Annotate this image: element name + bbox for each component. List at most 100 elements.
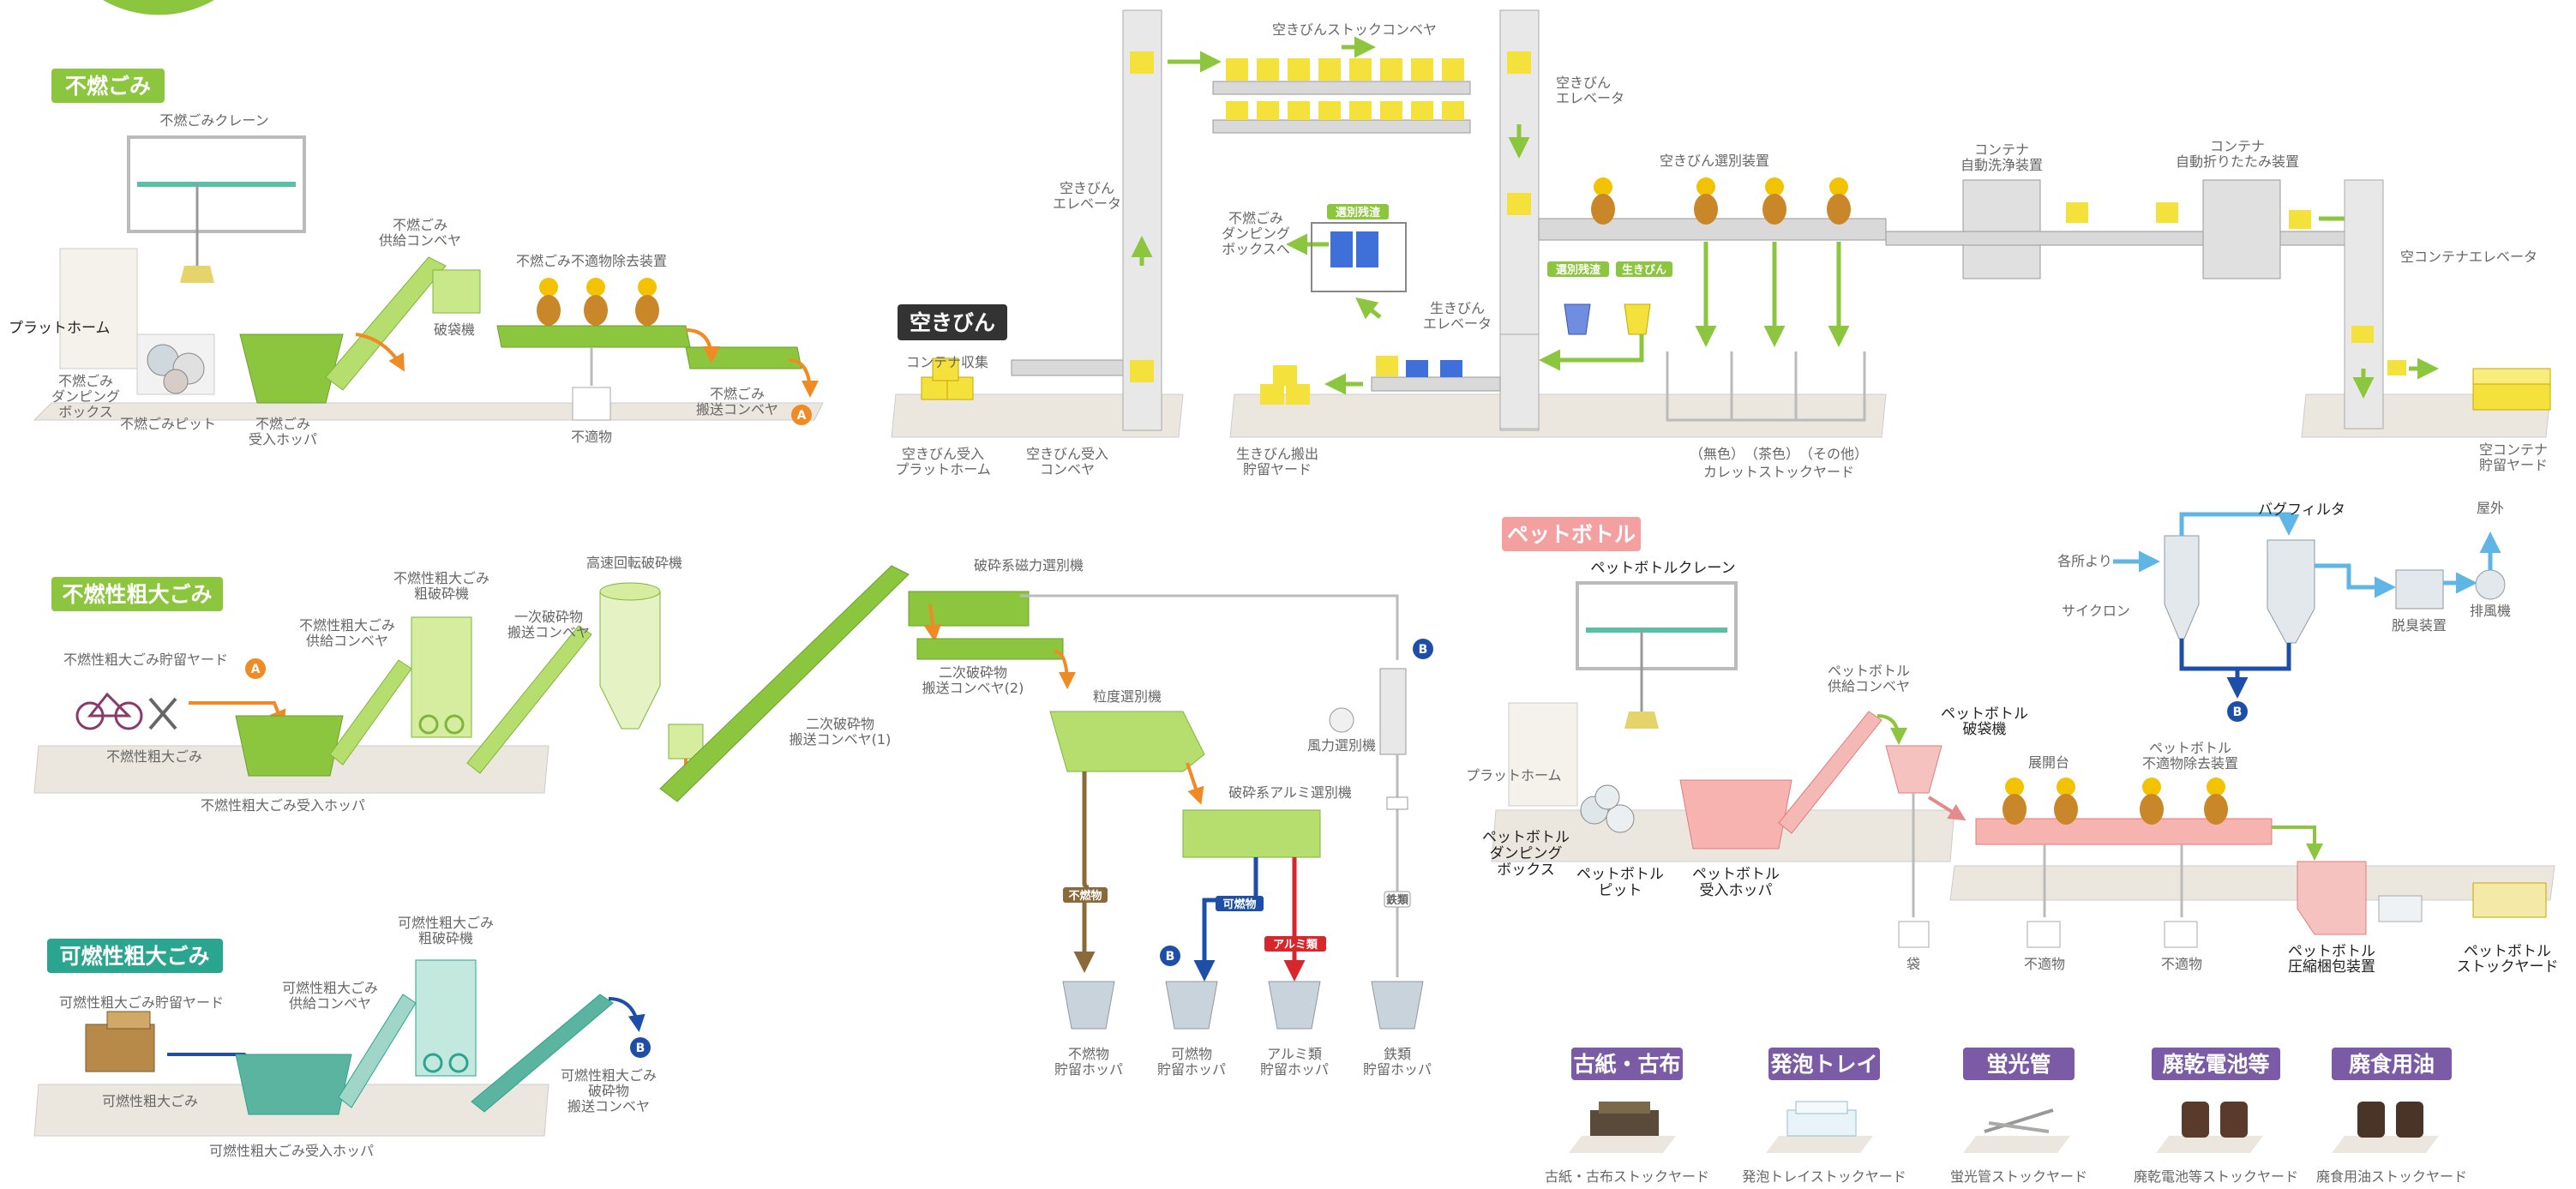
bottle-pile-icon [1580,784,1635,833]
worker-icon [1827,177,1851,225]
hopper [235,1054,352,1115]
hopper-iron-label: 鉄類貯留ホッパ [1363,1046,1432,1078]
tag-rejected2: 選別残渣 [1556,263,1601,277]
marker-b-label: B [1419,643,1428,657]
table-label: 展開台 [2028,754,2069,771]
cullet-bins [1666,351,1866,422]
compressor [2297,861,2367,935]
worker-icon [584,278,608,326]
platform-label: 空きびん受入プラットホーム [895,446,991,477]
storage-yard-label: 可燃性粗大ごみ貯留ヤード [59,994,224,1011]
folder [2202,179,2281,279]
worker-icon [1762,177,1786,225]
receive-conveyor [1011,359,1124,376]
worker-icon [537,278,561,326]
section-funen: 不燃ごみ 不燃ごみクレーン プラットホーム 不燃ごみダンピングボックス 不燃ごみ… [9,69,824,447]
hopper [235,715,344,777]
container-conveyor [1885,231,2367,246]
alumi-sorter [1182,809,1321,858]
unsuitable1-label: 不適物 [2024,956,2065,972]
marker-b [1413,639,1433,659]
yellow-containers [1260,365,1310,405]
section-title-badge [47,939,223,973]
living-elevator-box [1499,333,1540,429]
section-title: 空きびん [910,310,995,335]
stock-conveyor [1212,58,1471,134]
yellow-containers [2472,368,2551,411]
hopper [239,333,344,404]
section-sodai: 不燃性粗大ごみ 不燃性粗大ごみ貯留ヤード 不燃性粗大ごみ A 不燃性粗大ごみ受入… [33,555,1433,1078]
furniture-icon [85,1011,155,1072]
empty-yard-label: 空コンテナ貯留ヤード [2479,441,2548,473]
crane-frame [1576,581,1738,670]
pit-label: 不燃ごみピット [120,416,216,432]
crusher-label: 可燃性粗大ごみ粗破砕機 [398,915,494,946]
other-title: 廃食用油 [2349,1052,2435,1077]
other-yard: 古紙・古布ストックヤード [1545,1168,1709,1185]
crane-label: ペットボトルクレーン [1590,560,1735,577]
transport-conveyor [685,346,802,369]
magnetic-label: 破砕系磁力選別機 [974,557,1084,573]
pit-label: ペットボトルピット [1576,866,1664,899]
folder-label: コンテナ自動折りたたみ装置 [2176,138,2299,170]
other-item-tray: 発泡トレイ 発泡トレイストックヤード [1742,1048,1906,1185]
hopper [1679,779,1792,850]
yellow-chute [1624,303,1651,335]
living-elevator-label: 生きびんエレベータ [1423,300,1492,332]
other-title: 発泡トレイ [1769,1052,1877,1077]
worker-icon [2003,778,2027,825]
section-title: 不燃ごみ [65,74,151,99]
other-yard: 蛍光管ストックヤード [1950,1168,2087,1185]
fan-icon [1329,707,1354,733]
crane-frame [127,135,306,233]
secondary-conveyor1 [659,565,910,802]
bag-filter [2267,539,2315,644]
hopper-alumi-label: アルミ類貯留ホッパ [1260,1046,1329,1078]
living-yard-label: 生きびん搬出貯留ヤード [1236,446,1318,477]
worker-icon [2140,778,2164,825]
marker-a [791,405,812,425]
platform-label: プラットホーム [9,320,111,337]
other-item-battery: 廃乾電池等 廃乾電池等ストックヤード [2134,1048,2298,1185]
tag-rejected: 選別残渣 [1336,206,1381,219]
platform [1508,702,1578,807]
marker-b [2227,701,2248,722]
items-label: 不燃性粗大ごみ [106,748,202,765]
other-title: 蛍光管 [1986,1052,2051,1077]
marker-b [630,1037,651,1058]
empty-elevator-label: 空コンテナエレベータ [2400,249,2537,265]
outside-label: 屋外 [2477,500,2504,516]
size-sorter-label: 粒度選別機 [1093,688,1162,705]
unsuitable2-label: 不適物 [2161,956,2202,972]
marker-a [245,658,266,679]
cyclone-label: サイクロン [2062,603,2130,619]
crane-grab-icon [1624,712,1659,729]
yellow-containers [921,357,974,400]
hopper-label: 不燃ごみ受入ホッパ [249,416,317,447]
exhaust-fan-icon [2475,569,2506,600]
section-title: ペットボトル [1507,522,1636,547]
hopper-label: ペットボトル受入ホッパ [1692,866,1780,899]
sorting-device-label: 空きびん選別装置 [1660,153,1769,169]
crusher-label: 不燃性粗大ごみ粗破砕機 [393,570,489,602]
rotary-crusher-label: 高速回転破砕機 [586,555,682,571]
other-item-lamp: 蛍光管 蛍光管ストックヤード [1950,1048,2087,1185]
bag-breaker-label: ペットボトル破袋機 [1941,706,2028,738]
worker-icon [2204,778,2228,825]
bag-breaker [1885,745,1943,794]
tag-noncomb: 不燃物 [1068,889,1102,903]
elevator-right-label: 空きびんエレベータ [1556,75,1624,106]
receive-conveyor-label: 空きびん受入コンベヤ [1026,446,1108,477]
crusher [411,616,472,738]
marker-b [1160,946,1180,966]
to-dumping-label: 不燃ごみダンピングボックスへ [1222,210,1290,257]
compressor-label: ペットボトル圧縮梱包装置 [2288,943,2375,976]
hopper-noncomb-label: 不燃物貯留ホッパ [1054,1046,1123,1078]
marker-b-label: B [2233,706,2243,719]
magnetic-sorter [908,591,1030,627]
hopper-comb-label: 可燃物貯留ホッパ [1157,1046,1226,1078]
section-dust: 各所より サイクロン バグフィルタ 脱臭装置 排風機 屋外 B [2057,500,2511,722]
transport-label: 不燃ごみ搬送コンベヤ [696,386,778,417]
other-item-paper: 古紙・古布 古紙・古布ストックヤード [1545,1048,1709,1185]
